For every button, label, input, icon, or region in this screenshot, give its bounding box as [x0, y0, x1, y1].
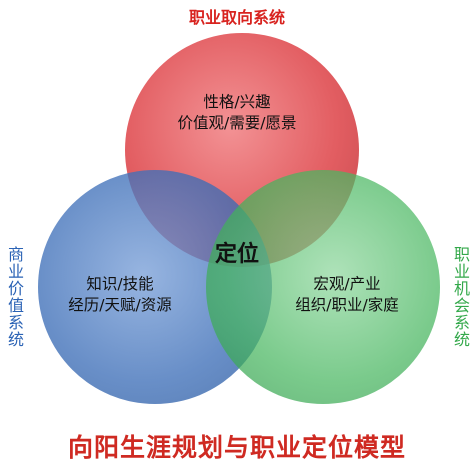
- green-circle-text: 宏观/产业 组织/职业/家庭: [280, 274, 414, 316]
- blue-circle: [38, 170, 272, 404]
- red-circle-text: 性格/兴趣 价值观/需要/愿景: [162, 92, 312, 134]
- top-system-label: 职业取向系统: [188, 8, 285, 27]
- green-line1: 宏观/产业: [313, 275, 381, 293]
- red-line1: 性格/兴趣: [203, 93, 271, 111]
- left-system-label: 商业价值系统: [5, 246, 24, 348]
- right-system-label: 职业机会系统: [451, 246, 470, 348]
- blue-line2: 经历/天赋/资源: [68, 296, 172, 314]
- green-line2: 组织/职业/家庭: [295, 296, 399, 314]
- green-circle: [206, 170, 440, 404]
- red-line2: 价值观/需要/愿景: [177, 114, 297, 132]
- blue-circle-text: 知识/技能 经历/天赋/资源: [55, 274, 185, 316]
- blue-line1: 知识/技能: [86, 275, 154, 293]
- center-label: 定位: [214, 242, 259, 267]
- model-title: 向阳生涯规划与职业定位模型: [67, 433, 406, 462]
